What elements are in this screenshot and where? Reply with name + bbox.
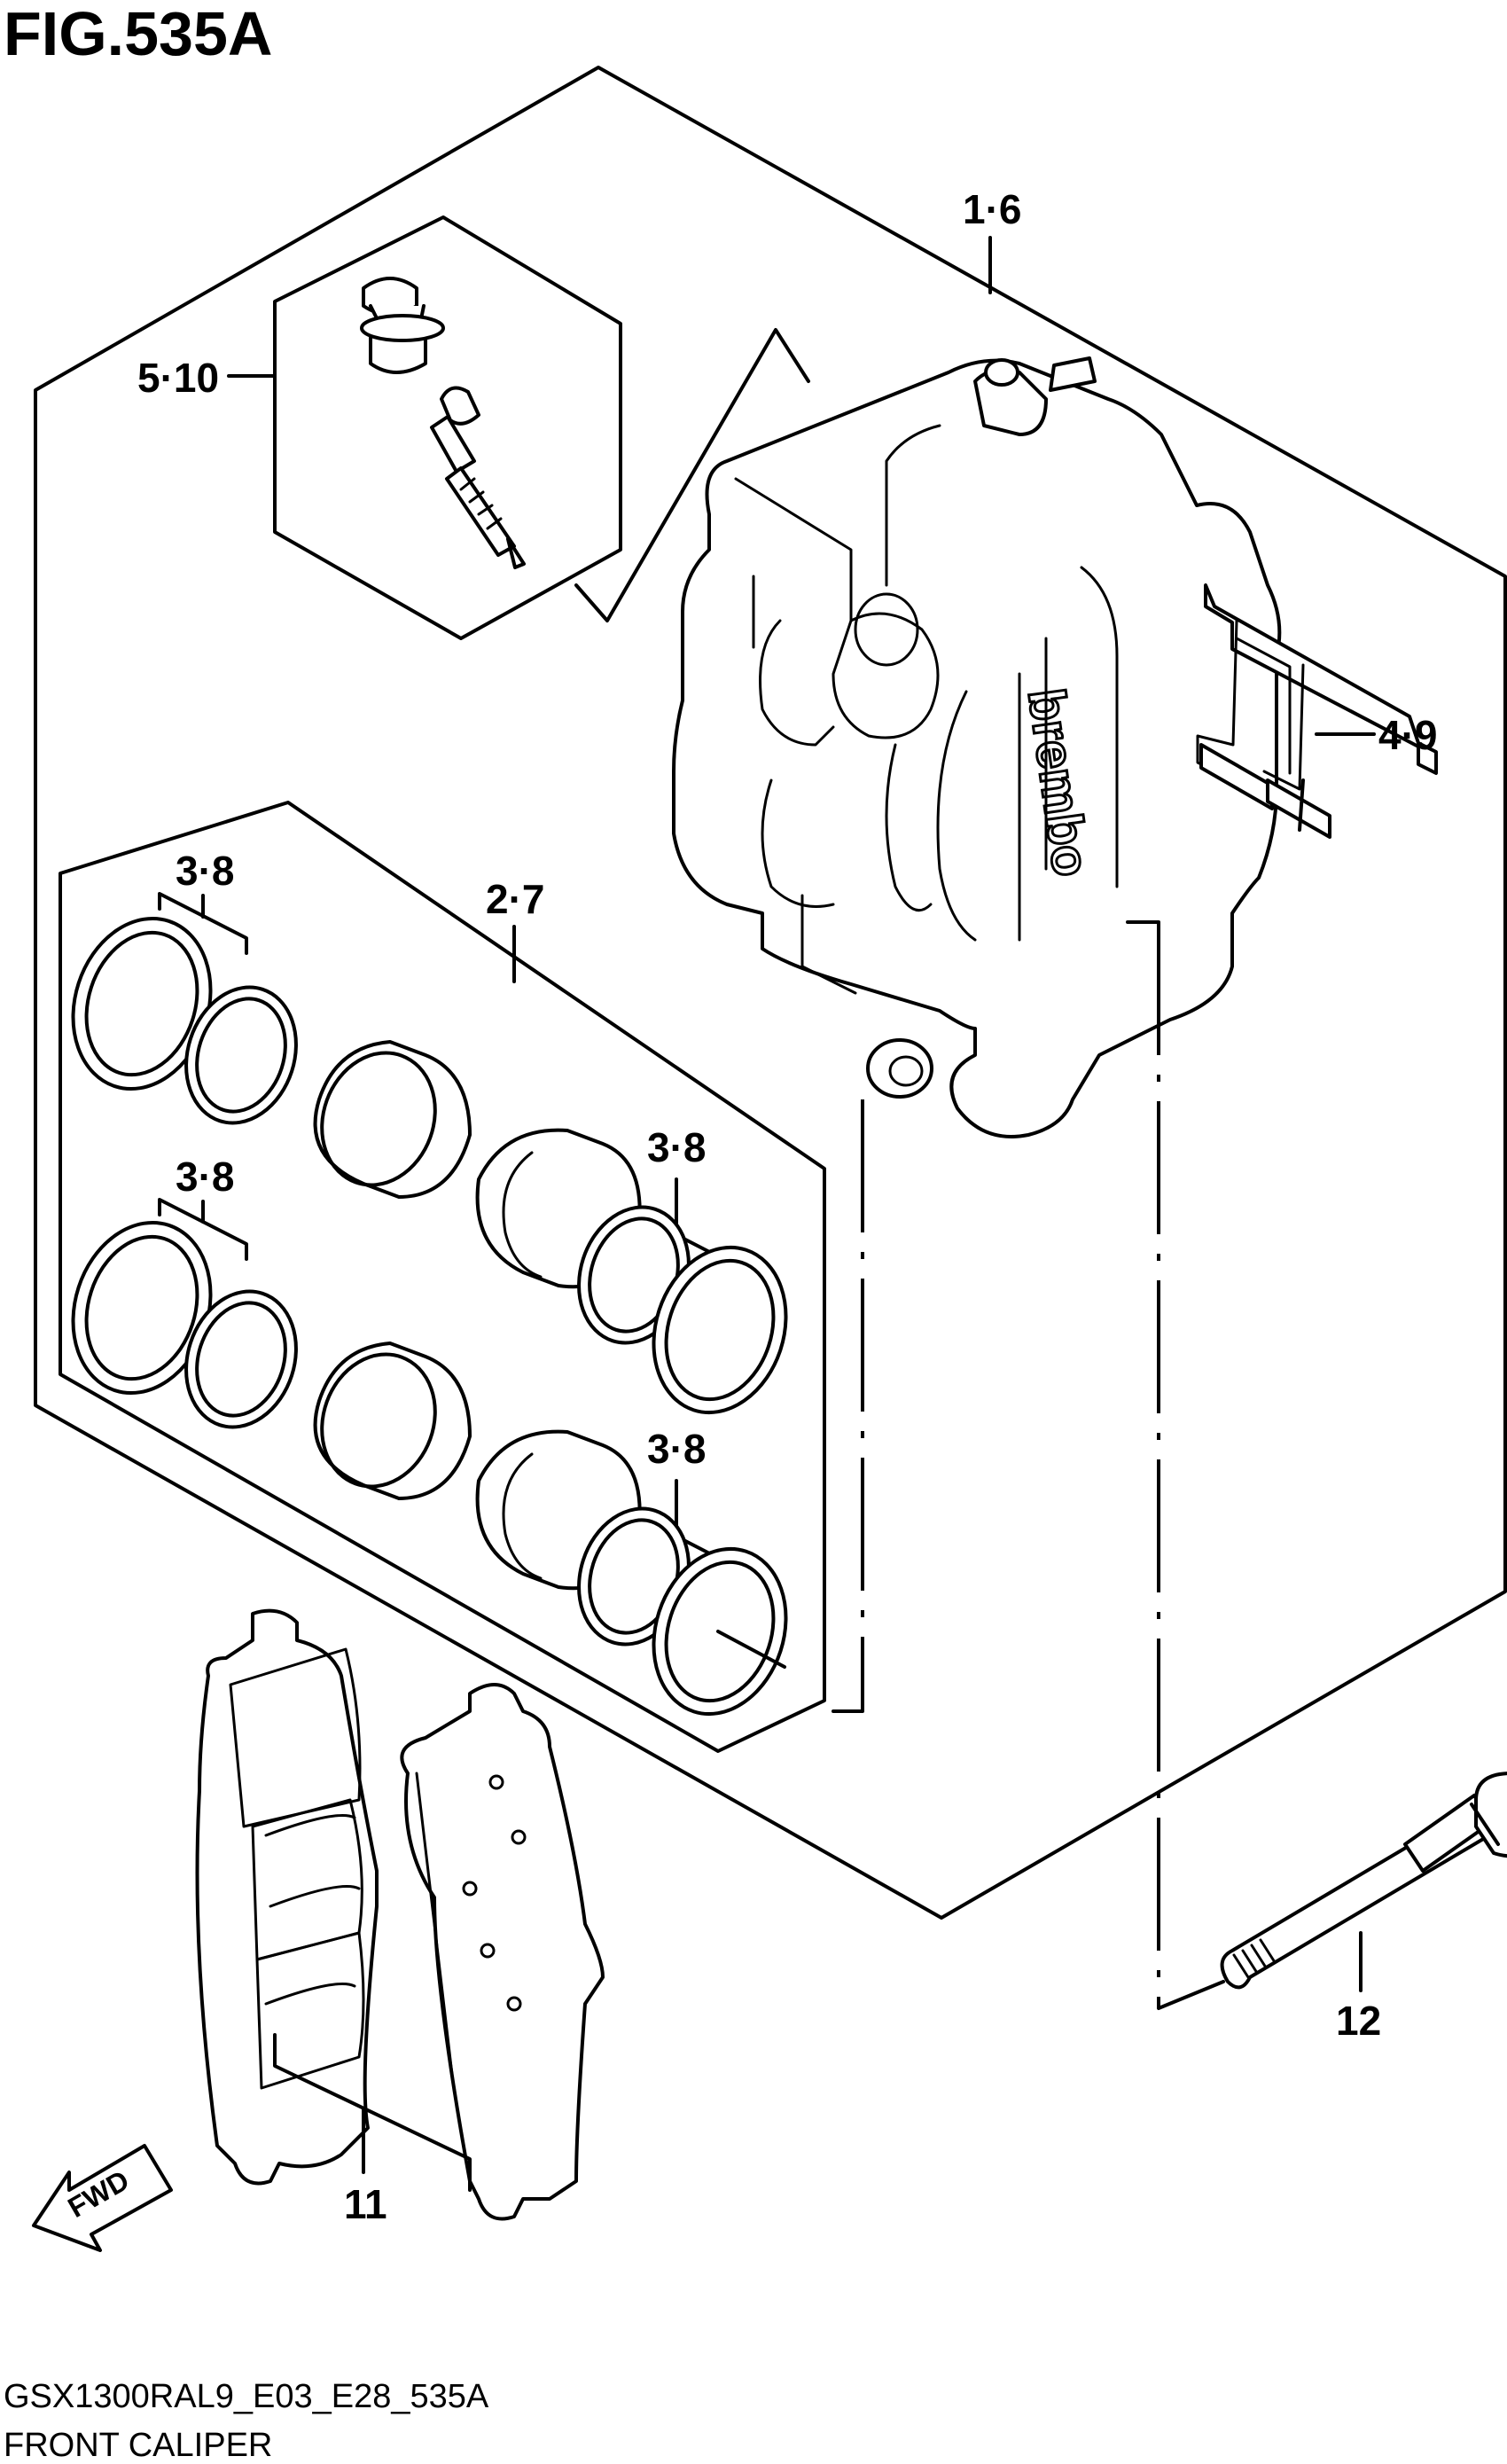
figure-title: FIG.535A [4,0,272,68]
brake-pad-rear [400,1683,605,2221]
seal-piston-kit-box [59,801,826,1753]
callout-4-9: 4·9 [1378,712,1437,758]
bracket-11 [273,2033,472,2192]
callout-3-8-b: 3·8 [176,1154,234,1200]
kit-pointer [574,328,810,622]
caliper-assembly-outline [34,66,1507,1920]
callout-2-7: 2·7 [486,876,544,922]
forward-arrow-icon: FWD [32,2144,173,2252]
callout-3-8-a: 3·8 [176,848,234,894]
piston [313,1040,472,1199]
seal-ring [652,1245,788,1415]
callout-11: 11 [344,2181,387,2227]
caliper-body [672,356,1282,1138]
dust-seal [184,985,298,1125]
footer-code: GSX1300RAL9_E03_E28_535A [4,2378,489,2415]
bleeder-kit-box [273,215,622,640]
bleeder-screw [430,386,526,569]
dust-seal [184,1289,298,1429]
seal-ring [71,916,213,1091]
callout-12: 12 [1336,1998,1381,2044]
bleeder-cap [360,277,445,374]
callout-3-8-c: 3·8 [647,1124,706,1170]
callout-1-6: 1·6 [963,186,1021,232]
footer-caption: FRONT CALIPER [4,2427,272,2464]
caliper-mounting-bolt [1220,1772,1507,1990]
pad-spring [1196,583,1438,839]
seal-ring [652,1546,788,1717]
bolt-bracket-bottom [1157,1980,1225,2010]
brake-pad-front [195,1608,379,2186]
callout-3-8-d: 3·8 [647,1426,706,1472]
callout-5-10: 5·10 [137,355,219,401]
piston [313,1342,472,1500]
